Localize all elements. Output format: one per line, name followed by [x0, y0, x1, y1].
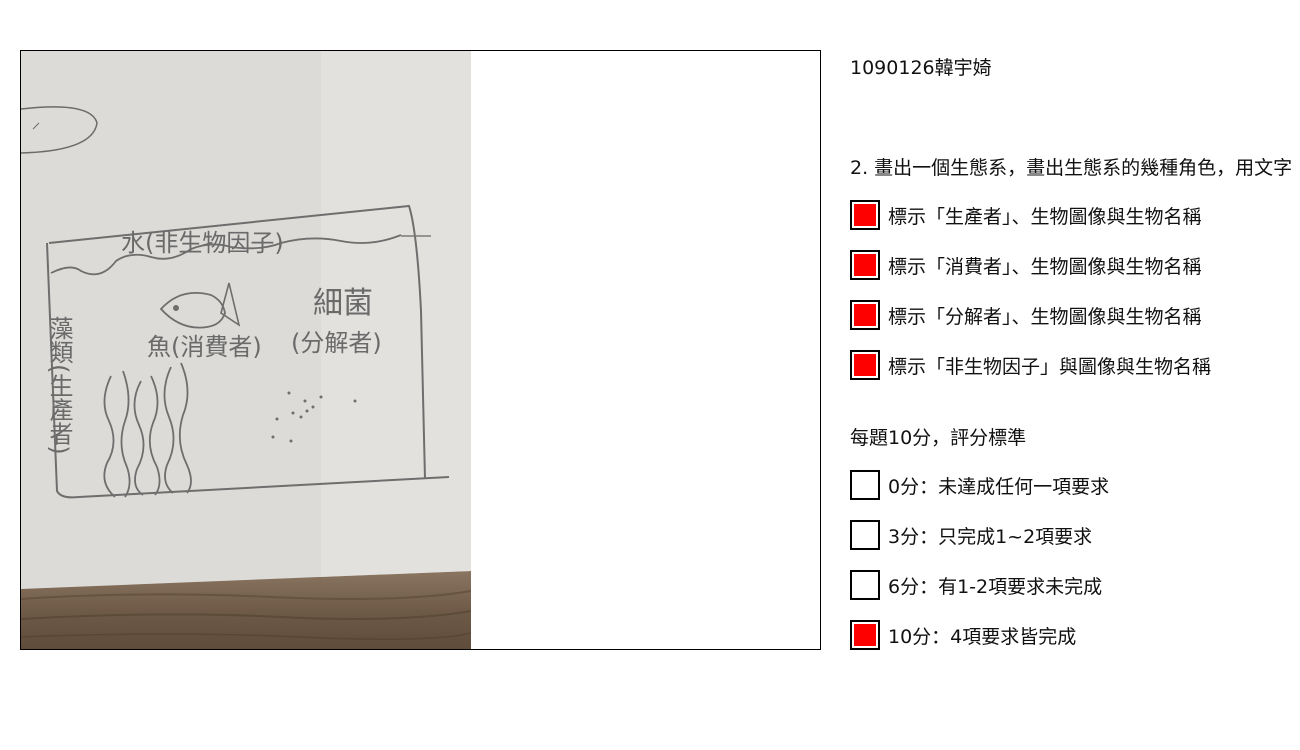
grading-panel: 1090126韓宇婍 2. 畫出一個生態系，畫出生態系的幾種角色，用文字 標示「…	[850, 0, 1300, 750]
table-surface	[21, 571, 471, 649]
criterion-decomposer: 標示「分解者」、生物圖像與生物名稱	[850, 300, 1202, 330]
algae-label: 藻類(生產者)	[45, 316, 73, 455]
criterion-decomposer-label: 標示「分解者」、生物圖像與生物名稱	[888, 305, 1202, 328]
score-option-0: 0分：未達成任何一項要求	[850, 470, 1109, 500]
criterion-consumer: 標示「消費者」、生物圖像與生物名稱	[850, 250, 1202, 280]
score-6-label: 6分：有1-2項要求未完成	[888, 575, 1103, 598]
score-10-checkbox[interactable]	[850, 620, 880, 650]
student-drawing-photo: 水(非生物因子) 藻類(生產者) 魚(消費者) 細菌 (分解者)	[21, 51, 471, 649]
fish-label: 魚(消費者)	[147, 333, 262, 361]
criterion-producer-label: 標示「生產者」、生物圖像與生物名稱	[888, 205, 1202, 228]
bacteria-dots	[271, 391, 357, 443]
score-6-checkbox[interactable]	[850, 570, 880, 600]
criterion-abiotic-label: 標示「非生物因子」與圖像與生物名稱	[888, 355, 1212, 378]
criterion-abiotic: 標示「非生物因子」與圖像與生物名稱	[850, 350, 1211, 380]
student-artwork-frame: 水(非生物因子) 藻類(生產者) 魚(消費者) 細菌 (分解者)	[20, 50, 821, 650]
criterion-producer: 標示「生產者」、生物圖像與生物名稱	[850, 200, 1202, 230]
criterion-decomposer-checkbox[interactable]	[850, 300, 880, 330]
score-option-3: 3分：只完成1~2項要求	[850, 520, 1092, 550]
score-3-checkbox[interactable]	[850, 520, 880, 550]
criterion-consumer-label: 標示「消費者」、生物圖像與生物名稱	[888, 255, 1202, 278]
score-3-label: 3分：只完成1~2項要求	[888, 525, 1093, 548]
tank-outline	[48, 204, 426, 480]
question-text: 2. 畫出一個生態系，畫出生態系的幾種角色，用文字	[850, 157, 1293, 179]
fish-body	[159, 291, 226, 329]
score-option-6: 6分：有1-2項要求未完成	[850, 570, 1102, 600]
score-10-label: 10分：4項要求皆完成	[888, 625, 1077, 648]
criterion-producer-checkbox[interactable]	[850, 200, 880, 230]
student-id-name: 1090126韓宇婍	[850, 57, 992, 79]
rubric-title: 每題10分，評分標準	[850, 427, 1027, 449]
score-0-checkbox[interactable]	[850, 470, 880, 500]
bacteria-label: 細菌	[313, 286, 373, 321]
criterion-abiotic-checkbox[interactable]	[850, 350, 880, 380]
water-line	[50, 234, 402, 276]
score-0-label: 0分：未達成任何一項要求	[888, 475, 1110, 498]
score-option-10: 10分：4項要求皆完成	[850, 620, 1076, 650]
water-label: 水(非生物因子)	[121, 229, 284, 257]
decomposer-label: (分解者)	[291, 329, 382, 357]
ecosystem-sketch: 水(非生物因子) 藻類(生產者) 魚(消費者) 細菌 (分解者)	[21, 51, 471, 649]
algae-strand	[103, 375, 116, 498]
criterion-consumer-checkbox[interactable]	[850, 250, 880, 280]
